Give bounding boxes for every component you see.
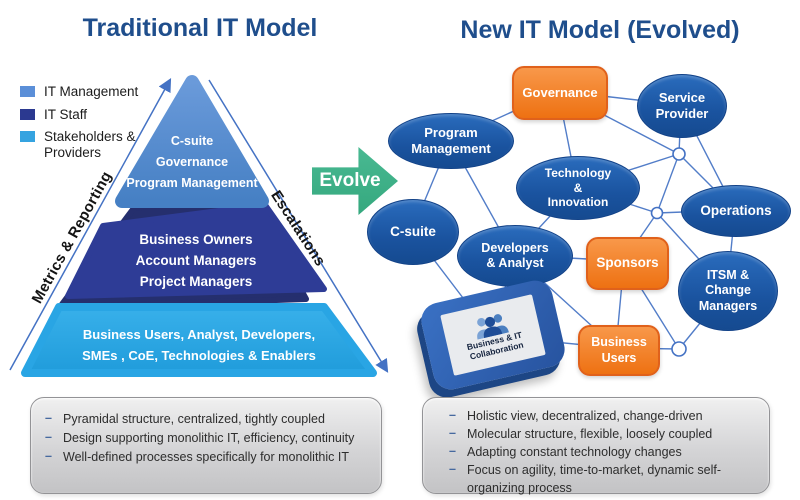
people-icon [477, 313, 509, 340]
tier-line: Business Owners [139, 232, 253, 247]
node-label: Innovation [547, 195, 609, 210]
node-label: C-suite [390, 223, 436, 239]
pyramid-bottom-tier [21, 303, 377, 377]
traditional-summary-box: Pyramidal structure, centralized, tightl… [30, 397, 382, 494]
summary-item: Design supporting monolithic IT, efficie… [45, 428, 375, 448]
node-business-users: Business Users [578, 325, 660, 376]
legend-label: Stakeholders & Providers [44, 129, 136, 160]
pyramid-top-tier [115, 75, 269, 208]
right-panel-title: New IT Model (Evolved) [460, 16, 740, 44]
node-c-suite: C-suite [367, 199, 459, 265]
connector-hub-3 [671, 341, 687, 357]
collaboration-tile: Business & IT Collaboration [417, 277, 569, 393]
legend-item-stakeholders: Stakeholders & Providers [20, 129, 162, 160]
legend-label: IT Management [44, 84, 139, 99]
summary-item: Focus on agility, time-to-market, dynami… [449, 460, 763, 497]
node-label: Provider [655, 106, 709, 121]
node-label: Developers [481, 240, 549, 255]
node-technology-innovation: Technology & Innovation [516, 156, 640, 220]
summary-item: Pyramidal structure, centralized, tightl… [45, 409, 375, 429]
node-label: Business [591, 335, 647, 350]
node-service-provider: Service Provider [637, 74, 727, 138]
tier-line: Program Management [126, 176, 258, 190]
connector-hub-2 [650, 206, 664, 220]
node-label: Governance [522, 85, 598, 101]
pyramid-top-text: C-suite Governance Program Management [92, 131, 292, 194]
node-label: Users [601, 350, 637, 365]
node-program-management: Program Management [388, 113, 514, 169]
legend-label: IT Staff [44, 106, 88, 122]
node-label: Management [411, 141, 491, 156]
tier-line: Project Managers [139, 274, 253, 289]
tier-line: SMEs , CoE, Technologies & Enablers [82, 348, 316, 363]
node-label: Service [658, 90, 706, 106]
node-label: Operations [700, 202, 772, 218]
collaboration-panel: Business & IT Collaboration [440, 294, 546, 376]
node-label: & Analyst [486, 256, 544, 270]
summary-item: Adapting constant technology changes [449, 442, 763, 461]
metrics-arrow [9, 78, 172, 371]
node-itsm-change-managers: ITSM & Change Managers [678, 251, 778, 331]
summary-item: Molecular structure, flexible, loosely c… [449, 424, 763, 443]
new-model-summary-box: Holistic view, decentralized, change-dri… [422, 397, 770, 497]
connector-hub-1 [672, 147, 686, 161]
evolve-label: Evolve [319, 170, 381, 191]
pyramid-middle-tier [65, 202, 327, 299]
legend-swatch-lightblue [20, 131, 35, 143]
node-governance: Governance [512, 66, 608, 120]
tier-line: C-suite [170, 134, 214, 148]
legend-item-it-management: IT Management [20, 84, 162, 100]
legend-swatch-navy [20, 108, 35, 120]
legend-item-it-staff: IT Staff [20, 107, 162, 123]
escalations-arrow [208, 79, 389, 373]
node-label: & [573, 180, 583, 195]
node-label: ITSM & [706, 268, 750, 283]
node-developers-analyst: Developers & Analyst [457, 225, 573, 287]
node-label: Sponsors [596, 255, 659, 271]
node-operations: Operations [681, 185, 791, 237]
node-label: Technology [544, 166, 612, 181]
node-label: Managers [698, 298, 758, 313]
left-panel-title: Traditional IT Model [82, 14, 318, 42]
node-sponsors: Sponsors [586, 237, 669, 290]
pyramid-bottom-text: Business Users, Analyst, Developers, SME… [39, 324, 359, 366]
tier-line: Account Managers [135, 253, 257, 268]
pyramid-middle-text: Business Owners Account Managers Project… [76, 229, 316, 292]
summary-item: Holistic view, decentralized, change-dri… [449, 406, 763, 425]
legend: IT Management IT Staff Stakeholders & Pr… [20, 84, 162, 160]
legend-swatch-blue [20, 86, 35, 97]
tier-line: Business Users, Analyst, Developers, [82, 327, 316, 342]
summary-item: Well-defined processes specifically for … [45, 447, 375, 467]
tier-line: Governance [155, 155, 229, 169]
node-label: Program [424, 125, 478, 141]
node-label: Change [705, 283, 751, 298]
